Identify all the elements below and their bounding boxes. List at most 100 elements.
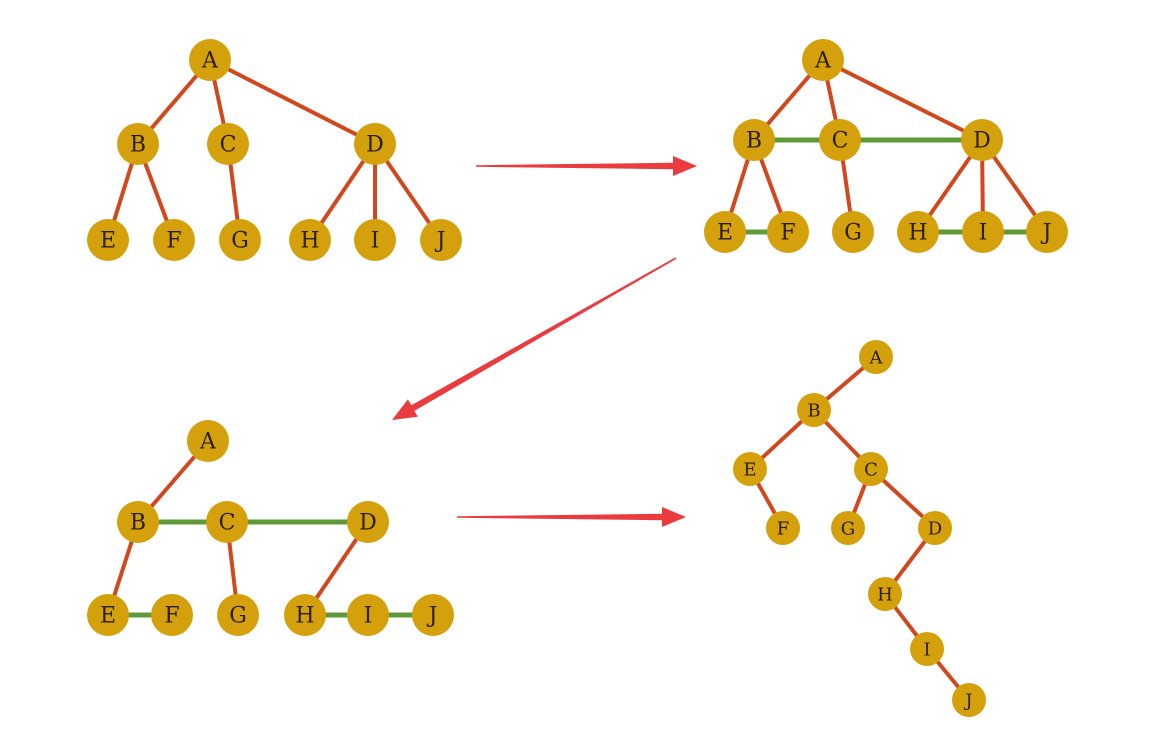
node-circle	[420, 219, 462, 261]
node-label: D	[973, 129, 991, 154]
arrows-layer	[392, 156, 697, 527]
node-siblings-linked-I: I	[962, 211, 1004, 253]
node-siblings-linked-G: G	[832, 211, 874, 253]
node-circle	[347, 594, 389, 636]
node-circle	[859, 340, 893, 374]
node-original-tree-C: C	[207, 123, 249, 165]
node-original-tree-I: I	[354, 219, 396, 261]
node-circle	[284, 594, 326, 636]
node-circle	[704, 211, 746, 253]
node-circle	[766, 511, 800, 545]
node-label: B	[746, 129, 762, 154]
node-binary-tree-H: H	[868, 577, 902, 611]
node-circle	[854, 452, 888, 486]
node-original-tree-D: D	[354, 123, 396, 165]
node-siblings-linked-H: H	[897, 211, 939, 253]
node-binary-tree-F: F	[766, 511, 800, 545]
node-circle	[1026, 211, 1068, 253]
node-label: B	[130, 133, 146, 158]
node-label: C	[219, 511, 236, 536]
node-circle	[354, 123, 396, 165]
node-label: A	[201, 49, 219, 74]
node-label: F	[780, 221, 795, 246]
transition-arrow-3	[457, 507, 686, 527]
node-label: B	[807, 401, 820, 422]
node-label: D	[366, 133, 384, 158]
node-first-child-only-B: B	[117, 501, 159, 543]
node-circle	[189, 39, 231, 81]
node-label: F	[777, 519, 790, 540]
node-binary-tree-I: I	[910, 632, 944, 666]
node-circle	[733, 452, 767, 486]
node-first-child-only-H: H	[284, 594, 326, 636]
node-label: E	[100, 604, 116, 629]
node-label: F	[164, 604, 179, 629]
node-label: I	[923, 640, 930, 661]
node-circle	[802, 39, 844, 81]
node-label: G	[229, 604, 247, 629]
node-label: B	[130, 511, 146, 536]
node-first-child-only-E: E	[87, 594, 129, 636]
node-circle	[910, 632, 944, 666]
node-circle	[117, 123, 159, 165]
node-circle	[87, 594, 129, 636]
node-binary-tree-E: E	[733, 452, 767, 486]
node-circle	[354, 219, 396, 261]
node-circle	[918, 511, 952, 545]
node-circle	[347, 501, 389, 543]
node-first-child-only-I: I	[347, 594, 389, 636]
node-original-tree-H: H	[289, 219, 331, 261]
nodes-binary-tree: A B C D E F G H I J	[733, 340, 986, 717]
node-label: A	[869, 348, 884, 369]
node-label: A	[199, 430, 217, 455]
node-circle	[151, 594, 193, 636]
tree-edge-original-tree-A-D	[208, 58, 377, 146]
node-first-child-only-F: F	[151, 594, 193, 636]
node-circle	[767, 211, 809, 253]
node-first-child-only-D: D	[347, 501, 389, 543]
node-label: H	[877, 585, 893, 606]
node-label: J	[435, 229, 446, 254]
node-circle	[187, 420, 229, 462]
node-label: E	[717, 221, 733, 246]
node-original-tree-A: A	[189, 39, 231, 81]
node-binary-tree-G: G	[831, 511, 865, 545]
node-label: J	[963, 691, 972, 712]
node-original-tree-G: G	[219, 219, 261, 261]
node-binary-tree-J: J	[952, 683, 986, 717]
node-circle	[831, 511, 865, 545]
node-circle	[117, 501, 159, 543]
node-circle	[217, 594, 259, 636]
node-original-tree-J: J	[420, 219, 462, 261]
node-original-tree-F: F	[153, 219, 195, 261]
node-circle	[819, 119, 861, 161]
node-first-child-only-G: G	[217, 594, 259, 636]
node-binary-tree-B: B	[797, 393, 831, 427]
node-label: E	[743, 460, 756, 481]
node-binary-tree-A: A	[859, 340, 893, 374]
node-label: D	[928, 519, 942, 540]
node-circle	[412, 594, 454, 636]
node-siblings-linked-J: J	[1026, 211, 1068, 253]
node-circle	[832, 211, 874, 253]
node-label: I	[371, 229, 380, 254]
node-binary-tree-C: C	[854, 452, 888, 486]
node-circle	[153, 219, 195, 261]
node-first-child-only-A: A	[187, 420, 229, 462]
node-label: J	[427, 604, 438, 629]
node-circle	[289, 219, 331, 261]
node-circle	[206, 501, 248, 543]
node-label: C	[220, 133, 237, 158]
node-siblings-linked-B: B	[733, 119, 775, 161]
node-first-child-only-J: J	[412, 594, 454, 636]
node-circle	[207, 123, 249, 165]
node-siblings-linked-E: E	[704, 211, 746, 253]
node-label: F	[166, 229, 181, 254]
node-circle	[961, 119, 1003, 161]
node-circle	[797, 393, 831, 427]
node-circle	[733, 119, 775, 161]
